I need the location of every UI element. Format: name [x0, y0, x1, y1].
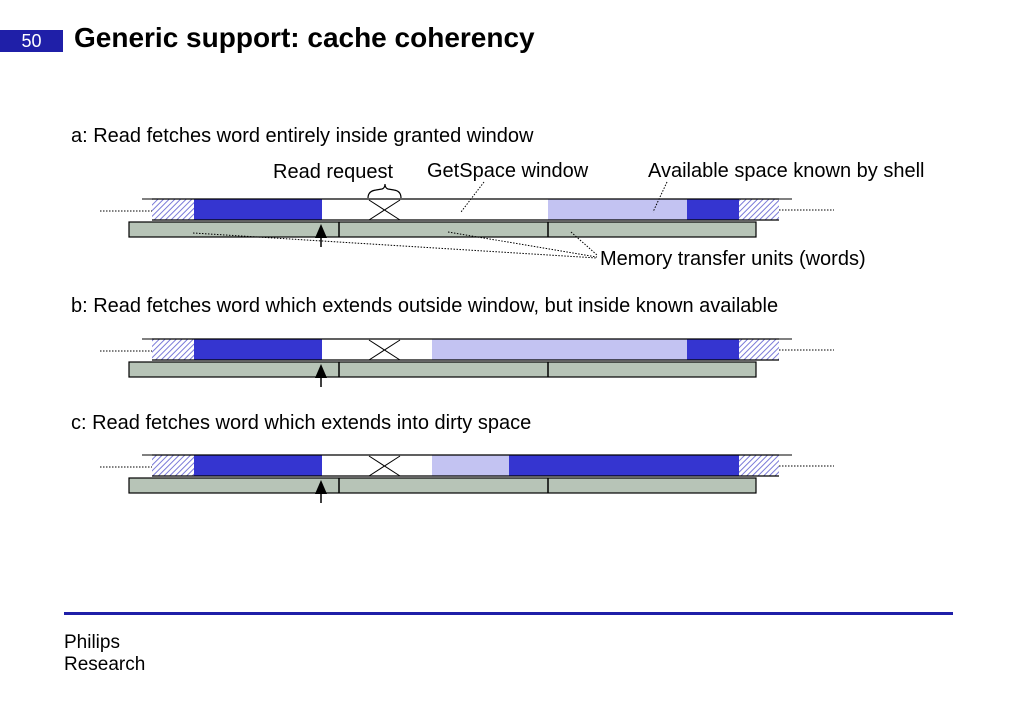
- row-a-hatched-left: [152, 199, 194, 220]
- row-a-buffer: [100, 198, 834, 247]
- row-a-available-space: [548, 199, 687, 220]
- row-b-memory-units: [128, 361, 757, 378]
- slide-title: Generic support: cache coherency: [74, 22, 535, 53]
- row-a-dirty-left: [194, 199, 322, 220]
- annotation-leaders: [192, 181, 668, 259]
- row-c-read-cross: [368, 455, 401, 477]
- getspace-window-label: GetSpace window: [427, 160, 589, 182]
- memory-units-label: Memory transfer units (words): [600, 248, 866, 270]
- row-b-hatched-right: [739, 339, 779, 360]
- row-c-available-space: [432, 455, 509, 476]
- row-a-dirty-right: [687, 199, 739, 220]
- row-c-hatched-left: [152, 455, 194, 476]
- row-a-getspace-window: [322, 199, 548, 220]
- row-a-memory-units: [128, 221, 757, 238]
- row-c-hatched-right: [739, 455, 779, 476]
- row-c-buffer: [100, 454, 834, 503]
- footer-divider: [64, 612, 953, 615]
- row-b-available-space: [432, 339, 687, 360]
- row-b-dirty-left: [194, 339, 322, 360]
- row-c-getspace-window: [322, 455, 432, 476]
- section-c-heading: c: Read fetches word which extends into …: [71, 412, 532, 434]
- section-a-heading: a: Read fetches word entirely inside gra…: [71, 125, 534, 147]
- row-c-memory-units: [128, 477, 757, 494]
- footer-company: Philips: [64, 632, 120, 653]
- slide-number: 50: [0, 30, 63, 52]
- row-b-read-pointer-icon: [315, 364, 327, 387]
- section-b-heading: b: Read fetches word which extends outsi…: [71, 295, 779, 317]
- read-request-label: Read request: [273, 161, 394, 183]
- row-b-getspace-window: [322, 339, 432, 360]
- row-a-hatched-right: [739, 199, 779, 220]
- row-c-dirty-left: [194, 455, 322, 476]
- row-c-dirty-right: [509, 455, 739, 476]
- row-a-read-cross: [368, 199, 401, 221]
- row-c-read-pointer-icon: [315, 480, 327, 503]
- row-a-read-pointer-icon: [315, 224, 327, 247]
- row-b-dirty-right: [687, 339, 739, 360]
- row-b-hatched-left: [152, 339, 194, 360]
- available-space-label: Available space known by shell: [648, 160, 925, 182]
- row-b-read-cross: [368, 339, 401, 361]
- row-b-buffer: [100, 338, 834, 387]
- footer-division: Research: [64, 654, 146, 675]
